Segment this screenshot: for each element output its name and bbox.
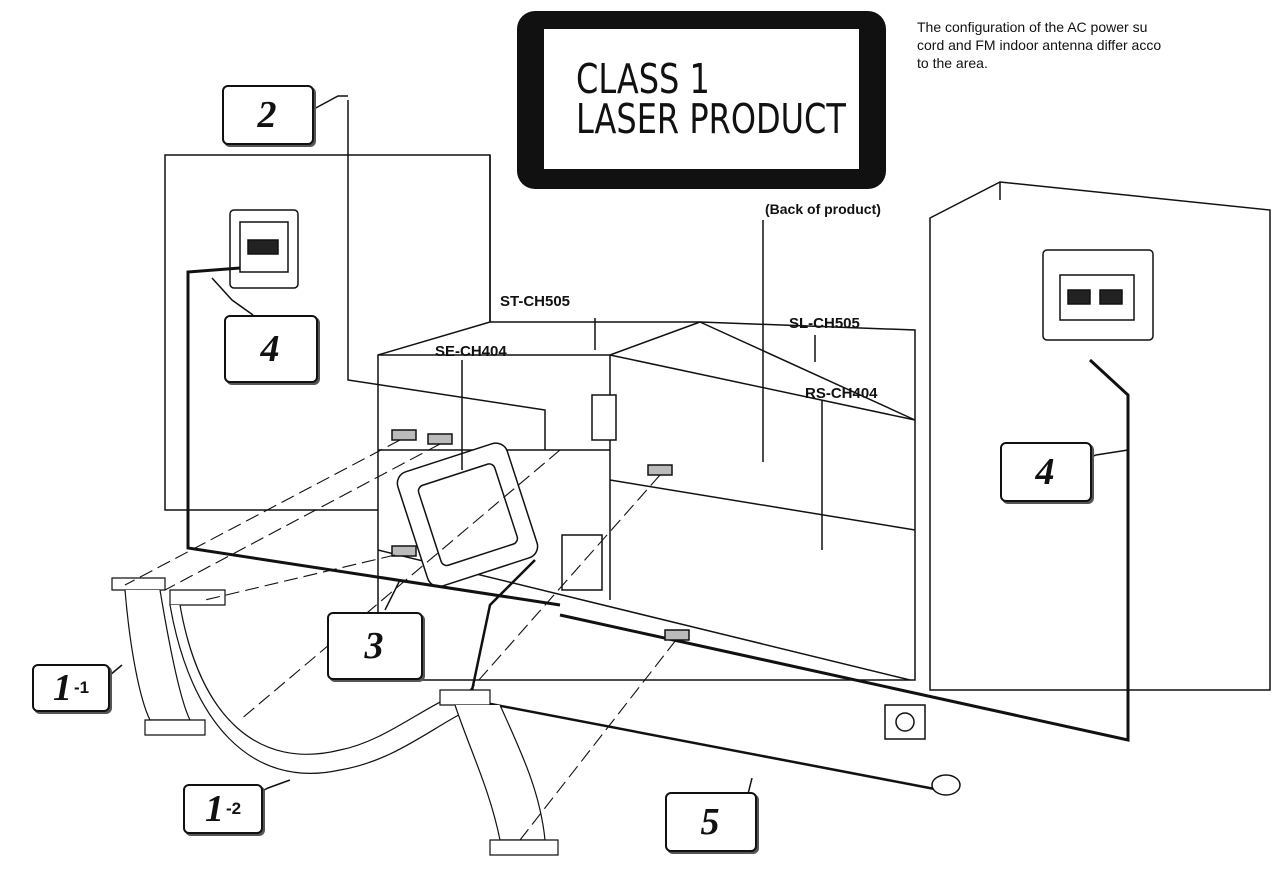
callout-4-right: 4	[1000, 442, 1092, 502]
back-of-product-label: (Back of product)	[765, 201, 881, 217]
laser-warning-inner: CLASS 1 LASER PRODUCT	[544, 29, 859, 169]
callout-4-left: 4	[224, 315, 318, 383]
label-st-ch505: ST-CH505	[500, 293, 570, 310]
callout-3: 3	[327, 612, 423, 680]
label-rs-ch404: RS-CH404	[805, 385, 878, 402]
callout-1-2: 1-2	[183, 784, 263, 834]
label-se-ch404: SE-CH404	[435, 343, 507, 360]
component-stack	[377, 321, 916, 681]
warning-line-1: CLASS 1	[576, 55, 710, 103]
system-cables	[111, 577, 559, 856]
note-line-3: to the area.	[917, 55, 988, 71]
right-speaker	[929, 181, 1271, 691]
note-line-1: The configuration of the AC power su	[917, 19, 1148, 35]
am-loop-antenna	[396, 442, 539, 588]
ac-power-cord	[468, 559, 941, 792]
callout-5: 5	[665, 792, 757, 852]
laser-warning-label: CLASS 1 LASER PRODUCT	[517, 11, 886, 189]
warning-line-2: LASER PRODUCT	[576, 95, 846, 143]
label-sl-ch505: SL-CH505	[789, 315, 860, 332]
callout-2: 2	[222, 85, 314, 145]
fm-antenna-wire	[347, 100, 546, 450]
callout-1-1: 1-1	[32, 664, 110, 712]
note-line-2: cord and FM indoor antenna differ acco	[917, 37, 1162, 53]
area-note: The configuration of the AC power su cord…	[917, 18, 1275, 72]
